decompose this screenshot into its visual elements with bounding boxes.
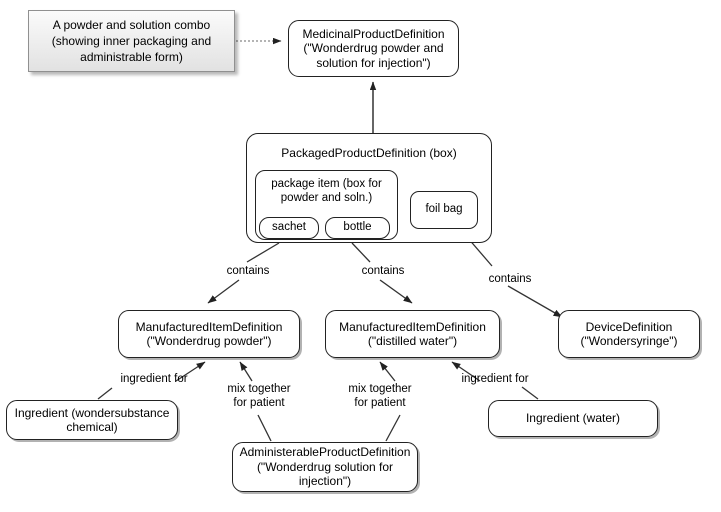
edge-label-mix-right: mix together for patient: [348, 383, 412, 409]
edge-label-ingredient-for-right: ingredient for: [461, 373, 529, 385]
edge-label-ingredient-for-left: ingredient for: [120, 373, 188, 385]
node-device-definition-label: DeviceDefinition ("Wondersyringe"): [580, 319, 678, 348]
node-manufactured-item-water-label: ManufacturedItemDefinition ("distilled w…: [339, 319, 486, 348]
node-ingredient-chemical-label: Ingredient (wondersubstance chemical): [14, 405, 170, 434]
node-device-definition[interactable]: DeviceDefinition ("Wondersyringe"): [558, 310, 700, 358]
node-bottle[interactable]: bottle: [325, 217, 390, 239]
node-medicinal-product-definition[interactable]: MedicinalProductDefinition ("Wonderdrug …: [288, 20, 459, 77]
node-bottle-label: bottle: [343, 221, 372, 234]
node-manufactured-item-water[interactable]: ManufacturedItemDefinition ("distilled w…: [325, 310, 500, 358]
edge-label-contains-powder: contains: [226, 265, 270, 277]
node-ingredient-water[interactable]: Ingredient (water): [488, 400, 658, 437]
edge-label-contains-device: contains: [488, 273, 532, 285]
node-administerable-product-definition-label: AdministerableProductDefinition ("Wonder…: [239, 445, 411, 489]
node-sachet[interactable]: sachet: [259, 217, 319, 239]
node-administerable-product-definition[interactable]: AdministerableProductDefinition ("Wonder…: [232, 442, 418, 492]
node-foil-bag[interactable]: foil bag: [410, 191, 478, 229]
node-packaged-product-definition-label: PackagedProductDefinition (box): [281, 146, 457, 160]
node-manufactured-item-powder-label: ManufacturedItemDefinition ("Wonderdrug …: [135, 319, 283, 348]
node-manufactured-item-powder[interactable]: ManufacturedItemDefinition ("Wonderdrug …: [118, 310, 300, 358]
edge-label-contains-water: contains: [361, 265, 405, 277]
node-foil-bag-label: foil bag: [425, 203, 463, 216]
node-package-item-label: package item (box for powder and soln.): [271, 178, 382, 205]
node-ingredient-chemical[interactable]: Ingredient (wondersubstance chemical): [6, 400, 178, 440]
node-ingredient-water-label: Ingredient (water): [525, 411, 621, 426]
node-medicinal-product-definition-label: MedicinalProductDefinition ("Wonderdrug …: [302, 26, 445, 70]
edge-label-mix-left: mix together for patient: [227, 383, 291, 409]
node-sachet-label: sachet: [272, 221, 306, 234]
note-powder-solution-combo: A powder and solution combo (showing inn…: [28, 10, 235, 72]
note-text: A powder and solution combo (showing inn…: [51, 17, 212, 65]
